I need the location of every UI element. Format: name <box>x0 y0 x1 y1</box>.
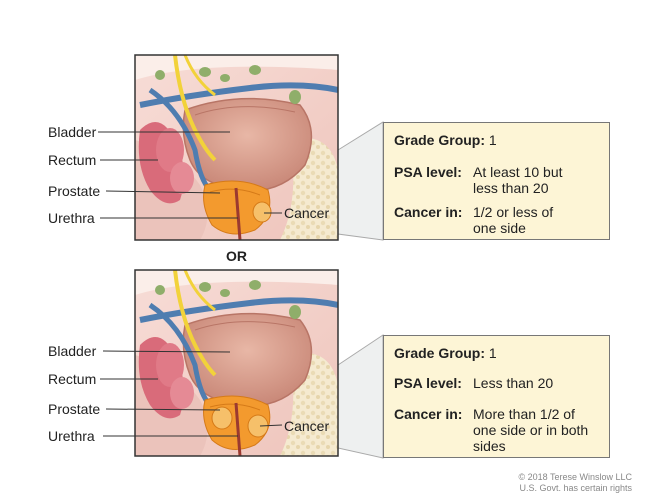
cancer-in-value-2b: one side or in both <box>473 422 589 438</box>
grade-group-value-2: 1 <box>488 345 497 361</box>
cancer-in-value-2a: More than 1/2 of <box>473 406 575 422</box>
copyright-line-2: U.S. Govt. has certain rights <box>519 483 632 493</box>
grade-group-key-1: Grade Group: <box>394 132 486 148</box>
info-box-1: Grade Group: 1 PSA level: At least 10 bu… <box>383 122 610 240</box>
cancer-in-value-1a: 1/2 or less of <box>473 204 554 220</box>
panel-1-frame <box>134 54 339 241</box>
copyright-line-1: © 2018 Terese Winslow LLC <box>518 472 632 482</box>
zoom-connector-1 <box>337 121 384 241</box>
anatomy-panel-1 <box>135 55 338 240</box>
label-urethra-1: Urethra <box>48 210 95 226</box>
label-rectum-2: Rectum <box>48 371 97 387</box>
label-bladder-2: Bladder <box>48 343 97 359</box>
leader-lines-1 <box>98 131 282 219</box>
label-urethra-2: Urethra <box>48 428 95 444</box>
grade-group-value-1: 1 <box>488 132 497 148</box>
psa-level-key-1: PSA level: <box>394 164 462 180</box>
label-bladder-1: Bladder <box>48 124 97 140</box>
anatomy-panel-2 <box>135 270 338 456</box>
label-rectum-1: Rectum <box>48 152 97 168</box>
cancer-in-key-1: Cancer in: <box>394 204 463 220</box>
label-cancer-1: Cancer <box>284 205 330 221</box>
copyright-notice: © 2018 Terese Winslow LLC U.S. Govt. has… <box>518 472 632 494</box>
zoom-connector-2 <box>337 334 384 459</box>
cancer-in-value-2c: sides <box>473 438 506 454</box>
grade-group-key-2: Grade Group: <box>394 345 486 361</box>
leader-lines-2 <box>100 350 283 437</box>
info-box-2: Grade Group: 1 PSA level: Less than 20 C… <box>383 335 610 458</box>
label-prostate-1: Prostate <box>48 183 101 199</box>
psa-level-value-1b: less than 20 <box>473 180 549 196</box>
panel-2-frame <box>134 269 339 457</box>
or-separator: OR <box>226 248 247 264</box>
cancer-in-key-2: Cancer in: <box>394 406 463 422</box>
psa-level-key-2: PSA level: <box>394 375 462 391</box>
cancer-in-value-1b: one side <box>473 220 526 236</box>
label-cancer-2: Cancer <box>284 418 330 434</box>
psa-level-value-1a: At least 10 but <box>473 164 563 180</box>
psa-level-value-2a: Less than 20 <box>473 375 554 391</box>
label-prostate-2: Prostate <box>48 401 101 417</box>
